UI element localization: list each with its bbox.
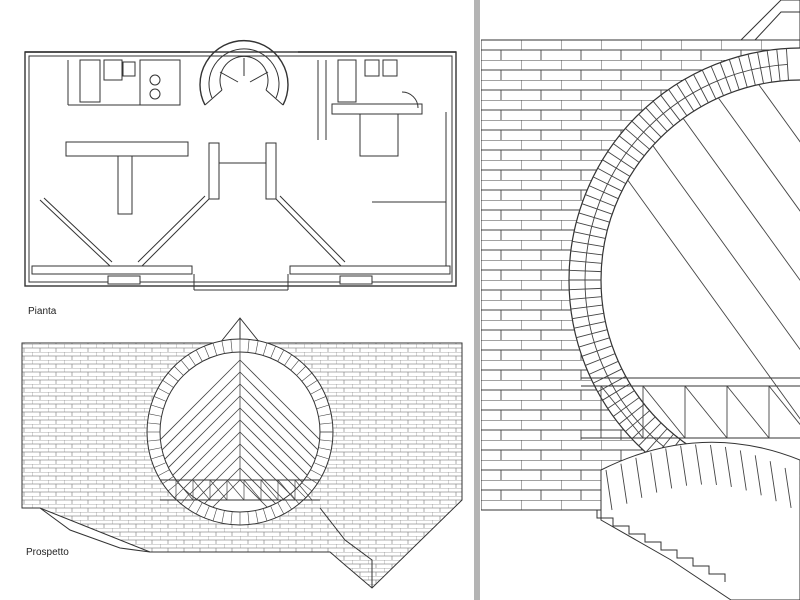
floor-plan-drawing bbox=[24, 40, 457, 291]
plan-right-bathroom bbox=[317, 59, 423, 157]
panel-divider bbox=[474, 0, 480, 600]
elevation-window-mullions bbox=[160, 352, 320, 512]
elevation-drawing bbox=[21, 317, 463, 589]
detail-circular-window bbox=[568, 47, 800, 513]
plan-caption: Pianta bbox=[28, 306, 57, 317]
elevation-circular-window bbox=[146, 338, 334, 526]
detail-balcony-truss bbox=[600, 385, 800, 439]
elevation-balcony-truss bbox=[175, 479, 313, 501]
detail-lower-arch bbox=[581, 441, 800, 600]
elevation-arch-voussoirs bbox=[147, 339, 333, 525]
elevation-base-steps bbox=[39, 507, 373, 588]
detail-roof-pediment bbox=[739, 0, 800, 41]
plan-left-bathroom bbox=[67, 59, 181, 106]
detail-base-steps bbox=[581, 509, 726, 582]
plan-rotunda bbox=[199, 40, 289, 106]
elevation-detail-drawing bbox=[481, 0, 800, 600]
plan-outer-walls bbox=[24, 51, 457, 287]
right-detail-panel bbox=[481, 0, 800, 600]
elevation-caption: Prospetto bbox=[26, 547, 69, 558]
plan-front-walls bbox=[31, 265, 451, 291]
left-drawing-panel: Pianta bbox=[21, 40, 463, 589]
plan-interior-walls bbox=[39, 112, 447, 267]
